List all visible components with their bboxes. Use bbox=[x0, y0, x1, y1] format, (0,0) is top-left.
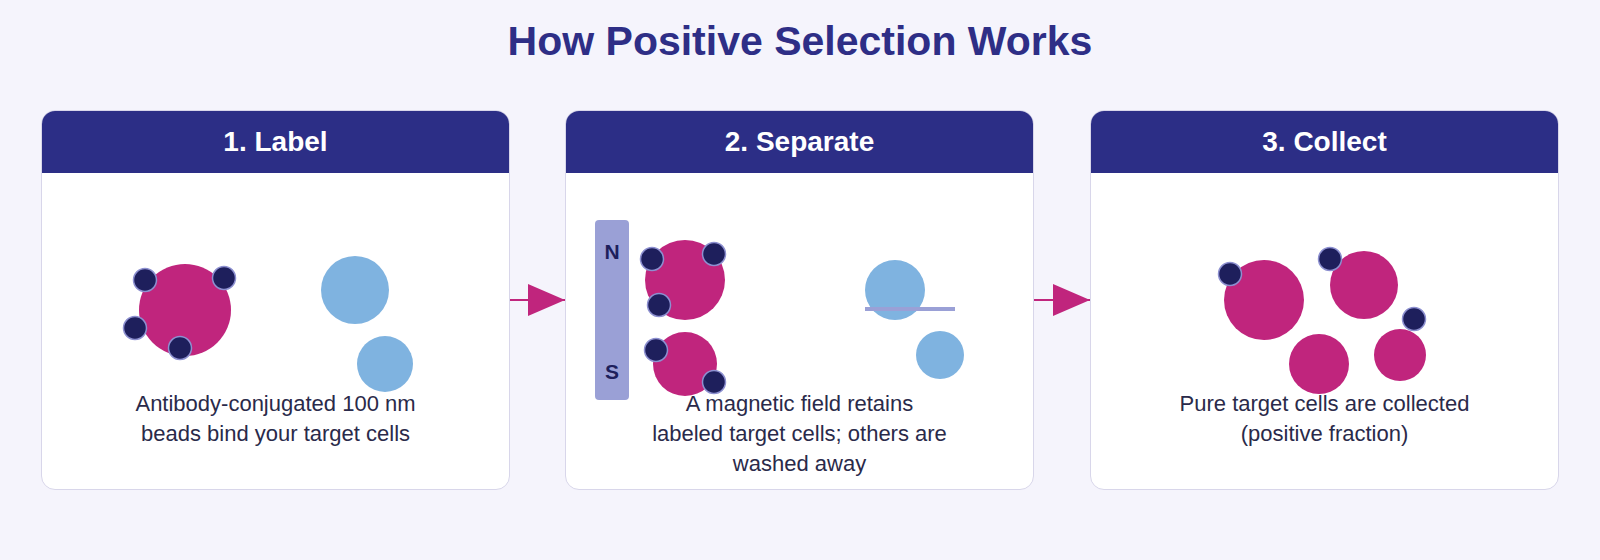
magnetic-bead bbox=[213, 267, 236, 290]
magnet-pole-label: N bbox=[604, 240, 619, 264]
magnetic-bead bbox=[645, 339, 668, 362]
target-cell bbox=[1374, 329, 1426, 381]
step-description: Pure target cells are collected (positiv… bbox=[1172, 389, 1477, 449]
step-card: 2. Separate A magnetic field retains labe… bbox=[565, 110, 1034, 490]
magnetic-bead bbox=[648, 294, 671, 317]
magnet-pole-label: S bbox=[605, 360, 619, 384]
target-cell bbox=[1289, 334, 1349, 394]
magnetic-bead bbox=[703, 243, 726, 266]
magnetic-bead bbox=[169, 337, 192, 360]
target-cell bbox=[1330, 251, 1398, 319]
target-cell bbox=[645, 240, 725, 320]
magnetic-bead bbox=[1219, 263, 1242, 286]
step-heading: 3. Collect bbox=[1091, 111, 1558, 173]
flow-arrow bbox=[1034, 299, 1090, 301]
step-heading: 2. Separate bbox=[566, 111, 1033, 173]
step-heading: 1. Label bbox=[42, 111, 509, 173]
magnetic-bead bbox=[703, 371, 726, 394]
step-card: 3. CollectPure target cells are collecte… bbox=[1090, 110, 1559, 490]
step-description: Antibody-conjugated 100 nm beads bind yo… bbox=[111, 389, 441, 449]
magnetic-bead bbox=[1319, 248, 1342, 271]
non-target-cell bbox=[916, 331, 964, 379]
non-target-cell bbox=[321, 256, 389, 324]
magnetic-bead bbox=[134, 269, 157, 292]
target-cell bbox=[1224, 260, 1304, 340]
step-card: 1. LabelAntibody-conjugated 100 nm beads… bbox=[41, 110, 510, 490]
magnetic-bead bbox=[124, 317, 147, 340]
step-description: A magnetic field retains labeled target … bbox=[650, 389, 950, 479]
magnet bbox=[595, 220, 629, 400]
flow-arrow bbox=[510, 299, 565, 301]
non-target-cell bbox=[357, 336, 413, 392]
non-target-cell bbox=[865, 260, 925, 320]
magnetic-bead bbox=[641, 248, 664, 271]
magnetic-bead bbox=[1403, 308, 1426, 331]
target-cell bbox=[653, 332, 717, 396]
target-cell bbox=[139, 264, 231, 356]
wash-line bbox=[865, 307, 955, 311]
diagram-title: How Positive Selection Works bbox=[0, 18, 1600, 65]
